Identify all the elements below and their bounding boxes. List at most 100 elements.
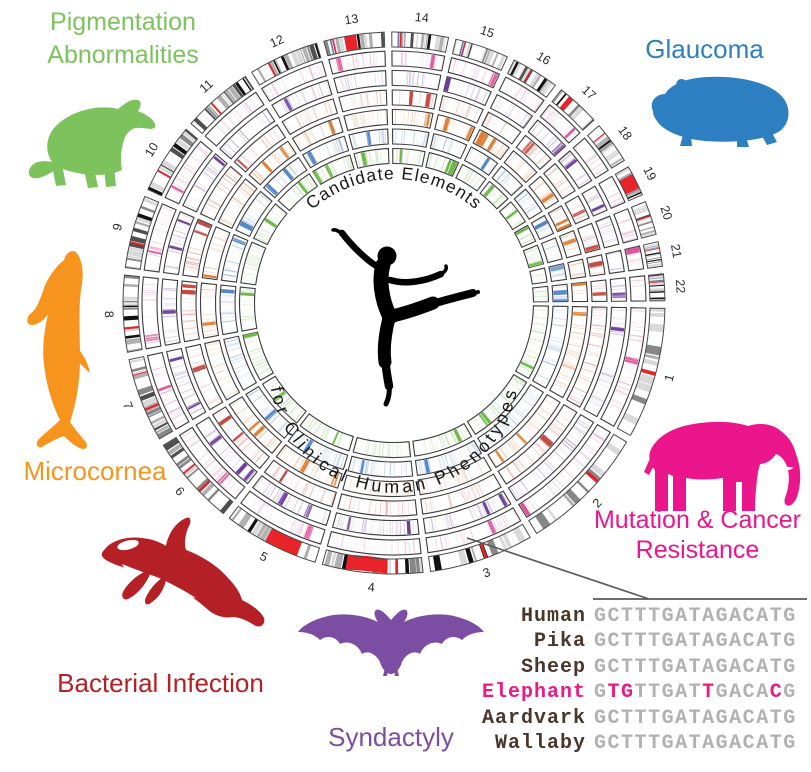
chromosome-14-ideogram [391, 31, 450, 53]
track-cell [238, 286, 258, 332]
track-cell [391, 89, 438, 110]
bat-icon [298, 609, 484, 676]
guinea-pig-shape [651, 76, 789, 147]
chromosome-3-ideogram [428, 523, 531, 573]
track-cell [333, 70, 387, 94]
chromosome-22-ideogram [647, 273, 666, 302]
chromosome-18-label: 18 [615, 123, 635, 143]
sequence-text: GCTTTGATAGACATG [594, 706, 797, 730]
track-cell [287, 428, 349, 471]
track-cell [487, 393, 561, 469]
track-cell [514, 305, 550, 380]
chromosome-19-ideogram [614, 166, 644, 202]
track-cell [164, 140, 213, 205]
track-cell [425, 151, 460, 178]
track-cell [240, 241, 267, 286]
track-cell [557, 150, 593, 190]
track-cell [211, 406, 271, 470]
track-cell [195, 416, 258, 485]
chromosome-10-label: 10 [142, 140, 161, 159]
chromosome-7-label: 7 [120, 400, 136, 412]
chromosome-10-ideogram [147, 128, 199, 197]
chromosome-11-label: 11 [197, 77, 216, 96]
chromosome-4-label: 4 [367, 580, 375, 595]
track-cell [425, 507, 522, 554]
chromosome-17-ideogram [551, 89, 595, 131]
track-cell [185, 343, 224, 411]
species-label: Sheep [520, 655, 586, 679]
track-cell [528, 175, 560, 210]
track-cell [522, 244, 545, 269]
track-cell [245, 385, 295, 439]
track-cell [540, 237, 563, 264]
species-label: Wallaby [494, 731, 586, 755]
track-cell [343, 109, 389, 132]
phenotype-label-line: Microcornea [23, 456, 167, 486]
track-cell [352, 436, 412, 459]
track-cell [605, 249, 625, 275]
sequence-text: GCTTTGATAGACATG [594, 630, 797, 654]
track-cell [598, 175, 626, 210]
phenotype-label-line: Syndactyly [328, 722, 454, 752]
chromosome-17-label: 17 [579, 83, 599, 103]
track-cell [392, 147, 426, 168]
callout-line [466, 537, 650, 600]
track-cell [312, 154, 355, 186]
track-cell [271, 79, 333, 119]
track-cell [624, 245, 645, 272]
chromosome-8-label: 8 [102, 311, 116, 319]
track-cell [328, 50, 386, 75]
track-cell [582, 306, 628, 418]
track-cell [414, 439, 483, 477]
track-cell [498, 201, 527, 231]
track-cell [391, 50, 446, 72]
chromosome-15-label: 15 [478, 23, 496, 41]
phenotype-label-line: Mutation & Cancer [593, 506, 802, 534]
track-cell [529, 267, 548, 285]
track-cell [160, 278, 181, 346]
track-cell [228, 395, 283, 455]
track-cell [466, 373, 528, 436]
track-cell [219, 284, 239, 336]
track-cell [491, 165, 524, 197]
chromosome-16-label: 16 [534, 49, 553, 68]
track-cell [275, 443, 343, 489]
track-cell [599, 307, 647, 427]
track-ring-4-microcornea [199, 108, 589, 498]
track-cell [337, 493, 418, 517]
track-cell [240, 490, 326, 545]
phenotype-label-line: Abnormalities [47, 41, 199, 69]
track-cell [277, 173, 319, 212]
track-cell [165, 347, 207, 421]
bat-shape [298, 609, 484, 676]
track-cell [353, 148, 390, 169]
dolphin-icon [27, 251, 90, 450]
track-cell [199, 165, 243, 221]
track-cell [412, 422, 473, 457]
track-ring-1-mutation-cancer-resistance [141, 50, 647, 556]
track-cell [570, 281, 589, 303]
track-cell [178, 426, 246, 500]
callout [466, 537, 807, 600]
track-cell [143, 203, 177, 273]
track-cell [281, 98, 339, 136]
chromosome-22-label: 22 [673, 279, 688, 294]
track-cell [434, 113, 476, 142]
track-cell [558, 229, 582, 259]
chromosome-13-label: 13 [343, 12, 359, 28]
chromosome-4-ideogram [321, 549, 424, 575]
track-cell [248, 140, 297, 186]
track-cell [223, 335, 258, 391]
ballet-dancer-icon [331, 228, 480, 407]
track-cell [417, 456, 492, 496]
ferret-shape [28, 99, 156, 188]
chromosome-13-ideogram [323, 31, 386, 57]
track-cell [217, 178, 258, 229]
track-cell [531, 305, 569, 389]
orca-eye-patch [117, 539, 139, 551]
track-cell [576, 222, 601, 254]
